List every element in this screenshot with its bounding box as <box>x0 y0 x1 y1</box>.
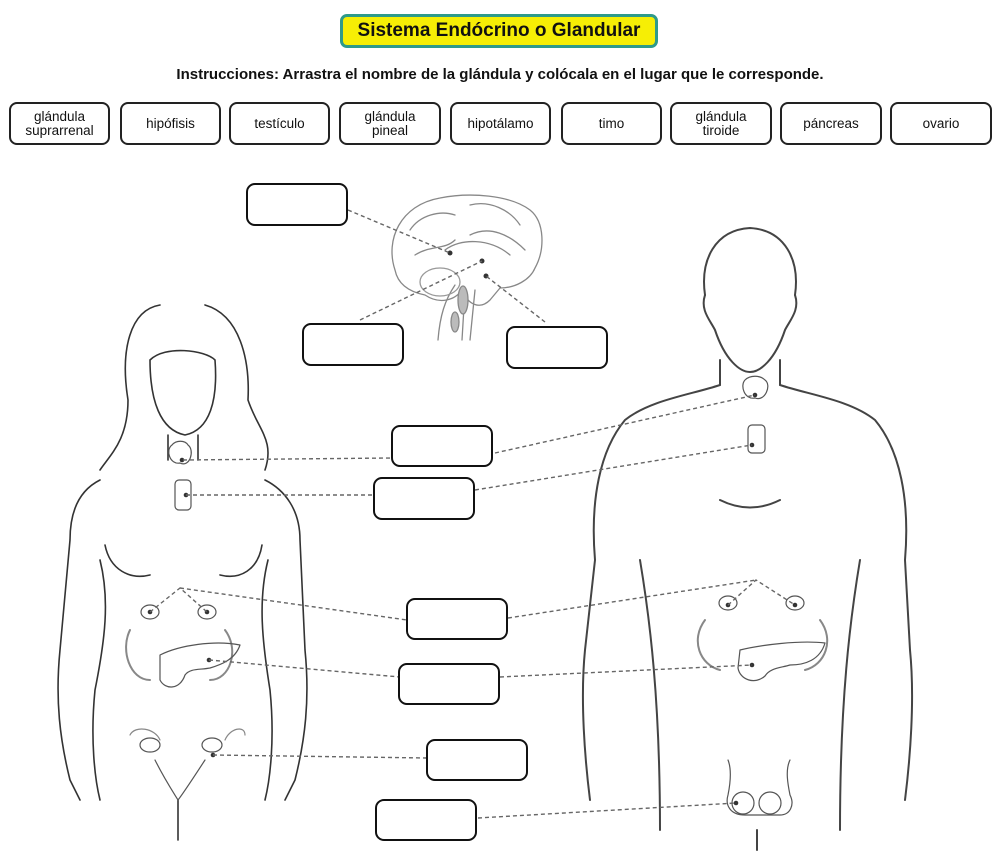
drop-zone-adrenal[interactable] <box>406 598 508 640</box>
drop-zone-testicle[interactable] <box>375 799 477 841</box>
page-title-text: Sistema Endócrino o Glandular <box>357 20 641 41</box>
male-body-outline <box>581 227 914 851</box>
chip-timo[interactable]: timo <box>561 102 662 145</box>
chip-glandula-suprarrenal[interactable]: glándula suprarrenal <box>9 102 110 145</box>
page-title: Sistema Endócrino o Glandular <box>340 14 658 48</box>
chip-testiculo[interactable]: testículo <box>229 102 330 145</box>
drop-zone-thymus[interactable] <box>373 477 475 520</box>
drop-zone-brain-top-left[interactable] <box>246 183 348 226</box>
chip-hipofisis[interactable]: hipófisis <box>120 102 221 145</box>
chip-glandula-pineal[interactable]: glándula pineal <box>339 102 441 145</box>
drop-zone-ovary[interactable] <box>426 739 528 781</box>
chip-glandula-tiroide[interactable]: glándula tiroide <box>670 102 772 145</box>
chip-pancreas[interactable]: páncreas <box>780 102 882 145</box>
female-body-outline <box>57 304 308 841</box>
drop-zone-pancreas[interactable] <box>398 663 500 705</box>
chip-ovario[interactable]: ovario <box>890 102 992 145</box>
drop-zone-brain-bottom-right[interactable] <box>506 326 608 369</box>
drop-zone-thyroid[interactable] <box>391 425 493 467</box>
instructions-text: Instrucciones: Arrastra el nombre de la … <box>176 66 824 83</box>
leader-lines <box>149 209 796 819</box>
chip-hipotalamo[interactable]: hipotálamo <box>450 102 551 145</box>
brain-diagram <box>391 194 543 341</box>
drop-zone-brain-bottom-left[interactable] <box>302 323 404 366</box>
